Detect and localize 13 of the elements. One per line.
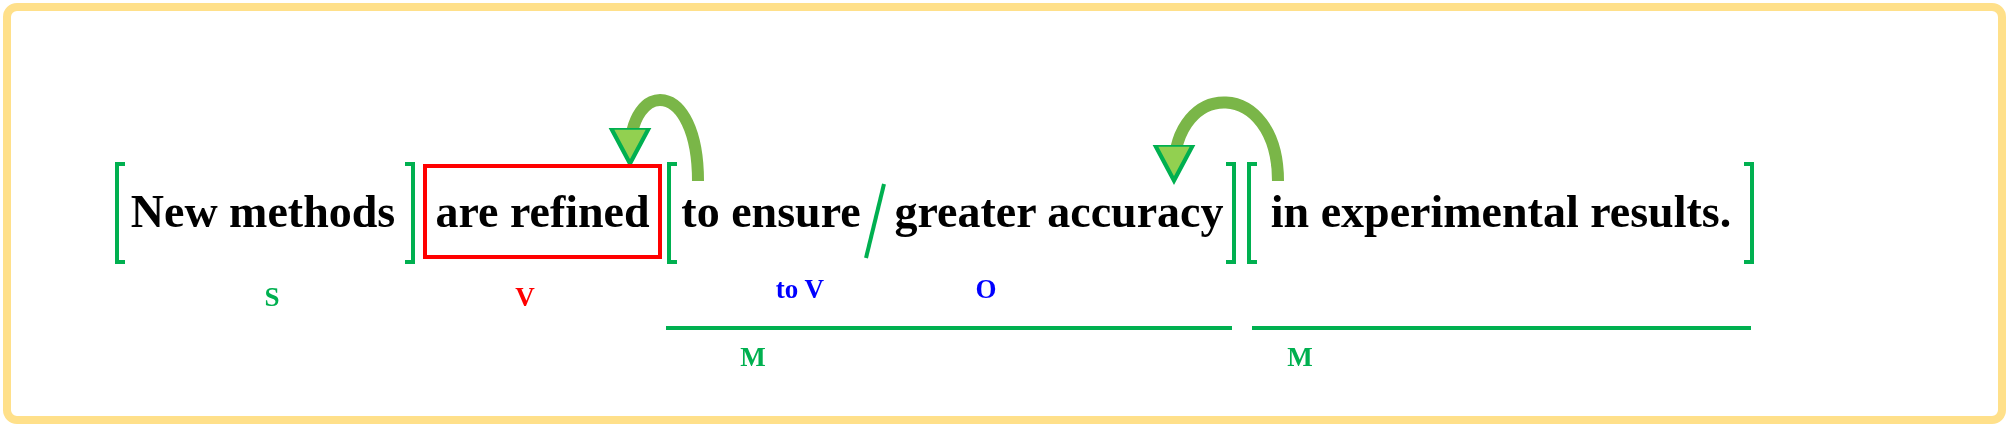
role-letter: M <box>1287 342 1313 373</box>
phrase-text: greater accuracy <box>886 181 1232 241</box>
role-letter: O <box>975 274 997 305</box>
role-letter: S <box>264 282 280 313</box>
role-label: to V <box>775 274 825 305</box>
role-letter: M <box>740 342 766 373</box>
verb-box: are refined <box>423 164 662 259</box>
curved-arrow <box>610 94 704 182</box>
phrase-text: New methods <box>128 181 398 241</box>
phrase-text: in experimental results. <box>1255 181 1747 241</box>
phrase-text: to ensure <box>674 181 868 241</box>
curved-arrow <box>1155 96 1284 183</box>
role-letter: V <box>515 282 535 313</box>
